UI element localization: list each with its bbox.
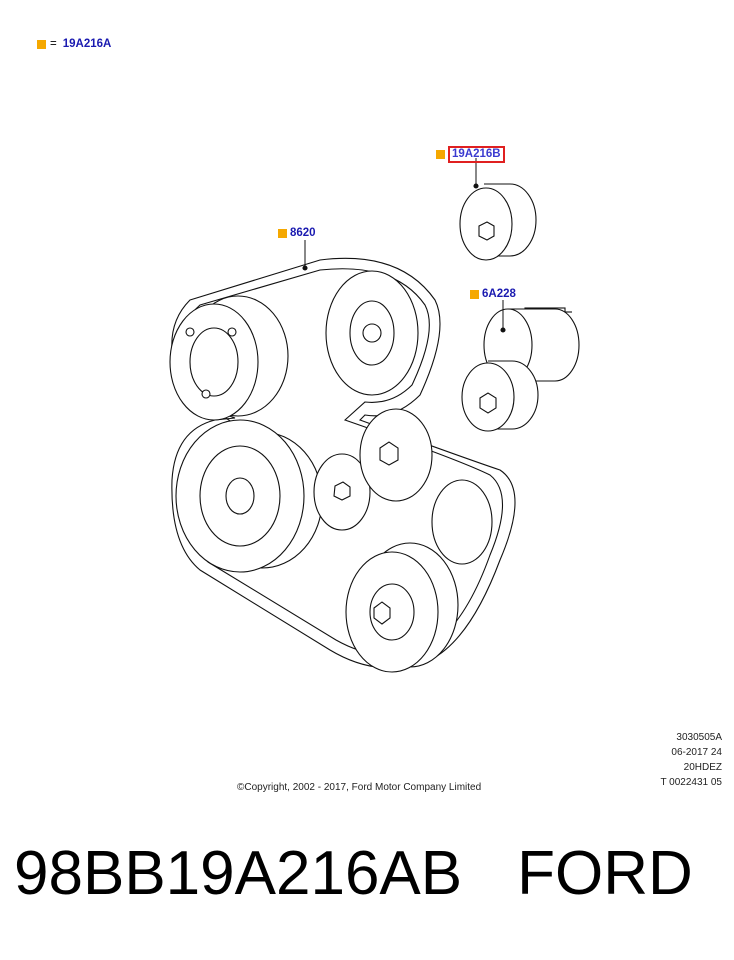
callout-code-highlighted[interactable]: 19A216B [448,146,505,163]
callout-marker-icon [470,289,479,299]
callout-marker-icon [436,150,445,159]
legend-code[interactable]: 19A216A [62,38,112,50]
meta-line: T 0022431 05 [660,777,722,788]
belt-drive-diagram [169,158,580,673]
part-number-caption: 98BB19A216AB FORD [14,838,693,909]
callout-marker-icon [278,228,287,238]
callout-code[interactable]: 8620 [290,227,316,239]
alternator-bolt [373,601,391,625]
upper-right-pulley-center [362,323,382,343]
idler-bolt [333,481,351,501]
pump-bolt [227,327,237,337]
callout-code[interactable]: 6A228 [482,288,516,300]
legend-marker-icon [37,39,46,49]
meta-line: 20HDEZ [683,762,722,773]
legend-equals: = [50,38,57,50]
meta-line: 3030505A [676,732,722,743]
meta-line: 06-2017 24 [671,747,722,758]
drawing-metadata: 3030505A 06-2017 24 20HDEZ T 0022431 05 [660,730,722,790]
pump-bolt [185,327,195,337]
callout-tensioner[interactable]: 6A228 [470,288,516,300]
tensioner-pulley-bolt [478,221,495,241]
callout-belt[interactable]: 8620 [278,227,316,239]
lower-right-idler [431,479,493,565]
copyright-notice: ©Copyright, 2002 - 2017, Ford Motor Comp… [237,782,482,793]
callout-tensioner-pulley[interactable]: 19A216B [436,146,505,163]
tensioner-wheel-bolt [479,392,497,414]
crank-pulley-hub [225,477,255,515]
mid-idler-bolt [379,441,399,466]
brand-name: FORD [517,839,693,908]
pump-pulley-hub [189,327,239,397]
alternator-pulley-hub [369,583,415,641]
pump-bolt [201,389,211,399]
part-number: 98BB19A216AB [14,839,463,908]
legend: = 19A216A [37,38,111,50]
